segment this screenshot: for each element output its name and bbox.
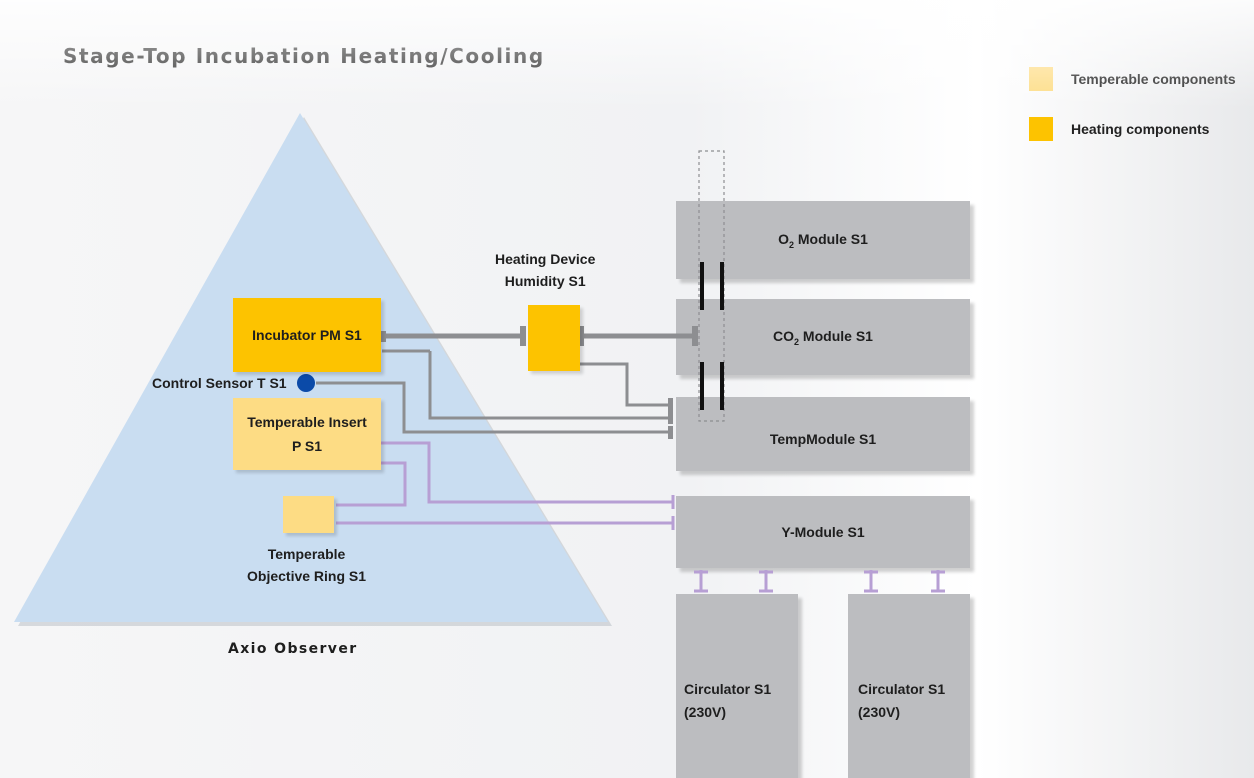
incubator-box: Incubator PM S1 (233, 298, 381, 372)
o2-module: O2 Module S1 (676, 201, 970, 279)
microscope-label: Axio Observer (228, 641, 358, 657)
y-module: Y-Module S1 (676, 496, 970, 568)
gray-end-caps (380, 326, 698, 439)
legend-label-heating: Heating components (1071, 121, 1210, 137)
humidity-device-box (528, 305, 580, 371)
circulator-1 (676, 594, 798, 778)
purple-lines (336, 441, 940, 590)
objective-ring-box (283, 496, 334, 533)
co2-module-label: CO2 Module S1 (773, 327, 873, 347)
purple-caps (671, 495, 945, 593)
control-sensor-dot (297, 374, 315, 392)
y-module-label: Y-Module S1 (781, 524, 865, 540)
objective-ring-label: Temperable Objective Ring S1 (247, 546, 367, 584)
gray-lines (316, 333, 695, 434)
legend-label-temperable: Temperable components (1071, 71, 1236, 87)
o2-module-label: O2 Module S1 (778, 230, 868, 250)
co2-module: CO2 Module S1 (676, 299, 970, 375)
legend-swatch-temperable (1029, 67, 1053, 91)
legend-swatch-heating (1029, 117, 1053, 141)
circulator-1-label: Circulator S1(230V) (684, 681, 772, 720)
black-connectors (700, 262, 724, 410)
gas-tube-outline (698, 150, 725, 422)
temperable-insert-label-1: Temperable Insert (247, 414, 367, 430)
diagram-title: Stage-Top Incubation Heating/Cooling (63, 44, 545, 68)
circulator-2 (848, 594, 970, 778)
incubator-label: Incubator PM S1 (252, 327, 362, 343)
temperable-insert-box: Temperable Insert P S1 (233, 398, 381, 470)
humidity-device-label: Heating Device Humidity S1 (495, 251, 596, 289)
temp-module: TempModule S1 (676, 397, 970, 471)
temp-module-label: TempModule S1 (769, 431, 877, 447)
control-sensor-label: Control Sensor T S1 (152, 375, 287, 391)
temperable-insert-label-2: P S1 (291, 438, 323, 454)
circulator-2-label: Circulator S1(230V) (858, 681, 946, 720)
